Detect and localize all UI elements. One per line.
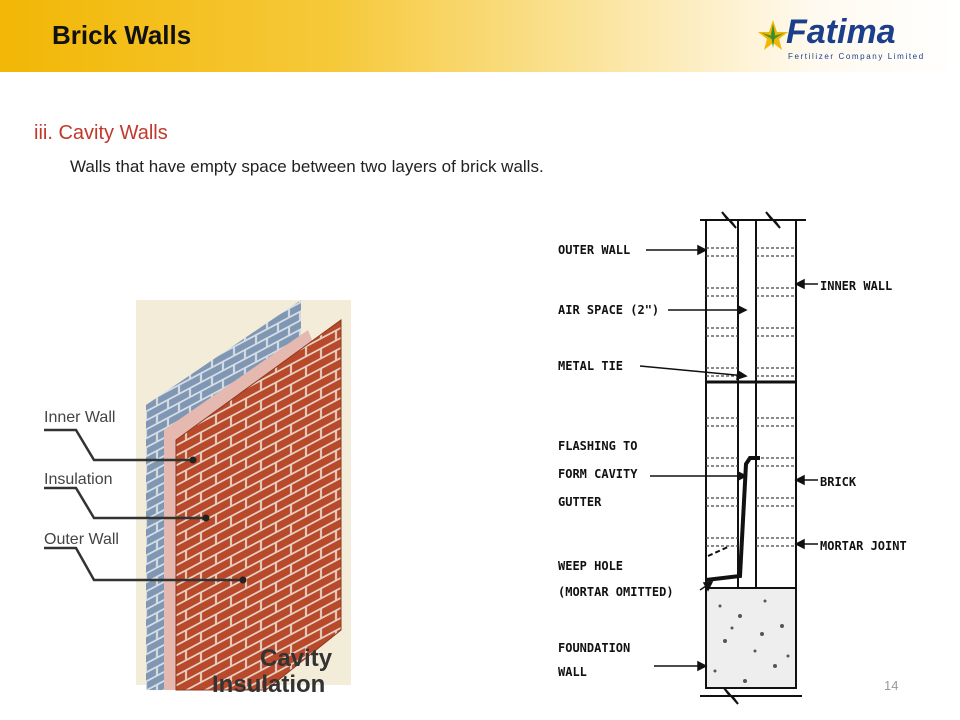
inner-wall-dot bbox=[189, 456, 197, 464]
label-metal-tie: METAL TIE bbox=[558, 359, 623, 373]
outer-wall-dot bbox=[239, 576, 247, 584]
slide-title: Brick Walls bbox=[52, 20, 192, 50]
leaf-logo-icon bbox=[758, 20, 788, 50]
label-weep-1: WEEP HOLE bbox=[558, 559, 623, 573]
insulation-dot bbox=[202, 514, 210, 522]
section-heading: iii. Cavity Walls bbox=[34, 122, 168, 144]
caption-line-1: Cavity bbox=[260, 645, 333, 672]
label-air-space: AIR SPACE (2") bbox=[558, 303, 659, 317]
label-flashing-1: FLASHING TO bbox=[558, 439, 637, 453]
cavity-wall-section-diagram: OUTER WALL AIR SPACE (2") METAL TIE FLAS… bbox=[550, 196, 920, 710]
company-logo: Fatima Fertilizer Company Limited bbox=[758, 14, 942, 64]
cavity-insulation-figure: Inner Wall Insulation Outer Wall Cavity … bbox=[44, 300, 351, 698]
page-number: 14 bbox=[884, 678, 899, 693]
label-flashing-3: GUTTER bbox=[558, 495, 602, 509]
weep-hole-dash bbox=[707, 545, 731, 557]
label-flashing-2: FORM CAVITY bbox=[558, 467, 638, 481]
right-arrows bbox=[794, 278, 818, 550]
right-labels: INNER WALL BRICK MORTAR JOINT bbox=[820, 279, 907, 553]
label-brick: BRICK bbox=[820, 475, 857, 489]
label-mortar-joint: MORTAR JOINT bbox=[820, 539, 907, 553]
logo-subtitle: Fertilizer Company Limited bbox=[788, 52, 925, 61]
mortar-courses bbox=[706, 247, 796, 547]
inner-wall-bricks bbox=[146, 300, 301, 690]
foundation-aggregate bbox=[713, 599, 790, 683]
label-outer-wall: Outer Wall bbox=[44, 531, 119, 548]
label-weep-2: (MORTAR OMITTED) bbox=[558, 585, 674, 599]
section-description: Walls that have empty space between two … bbox=[70, 157, 544, 176]
insulation-layer bbox=[164, 330, 316, 690]
outer-wall-outline bbox=[175, 319, 342, 691]
label-foundation-2: WALL bbox=[558, 665, 587, 679]
inner-wall-leader bbox=[44, 428, 191, 462]
insulation-leader bbox=[44, 486, 204, 520]
outer-wall-bricks bbox=[176, 320, 341, 690]
outer-wall-leader bbox=[44, 546, 241, 582]
logo-wordmark: Fatima bbox=[786, 13, 896, 51]
left-arrows bbox=[639, 244, 748, 672]
left-labels: OUTER WALL AIR SPACE (2") METAL TIE FLAS… bbox=[558, 243, 674, 679]
header-band: Brick Walls Fatima Fertilizer Company Li… bbox=[0, 0, 960, 72]
foundation-block bbox=[705, 587, 797, 689]
label-inner-wall: Inner Wall bbox=[44, 409, 115, 426]
label-inner-wall: INNER WALL bbox=[820, 279, 892, 293]
flashing-line bbox=[705, 456, 760, 582]
label-insulation: Insulation bbox=[44, 471, 113, 488]
label-foundation-1: FOUNDATION bbox=[558, 641, 630, 655]
label-outer-wall: OUTER WALL bbox=[558, 243, 630, 257]
caption-line-2: Insulation bbox=[212, 671, 325, 698]
bottom-break bbox=[700, 687, 802, 705]
